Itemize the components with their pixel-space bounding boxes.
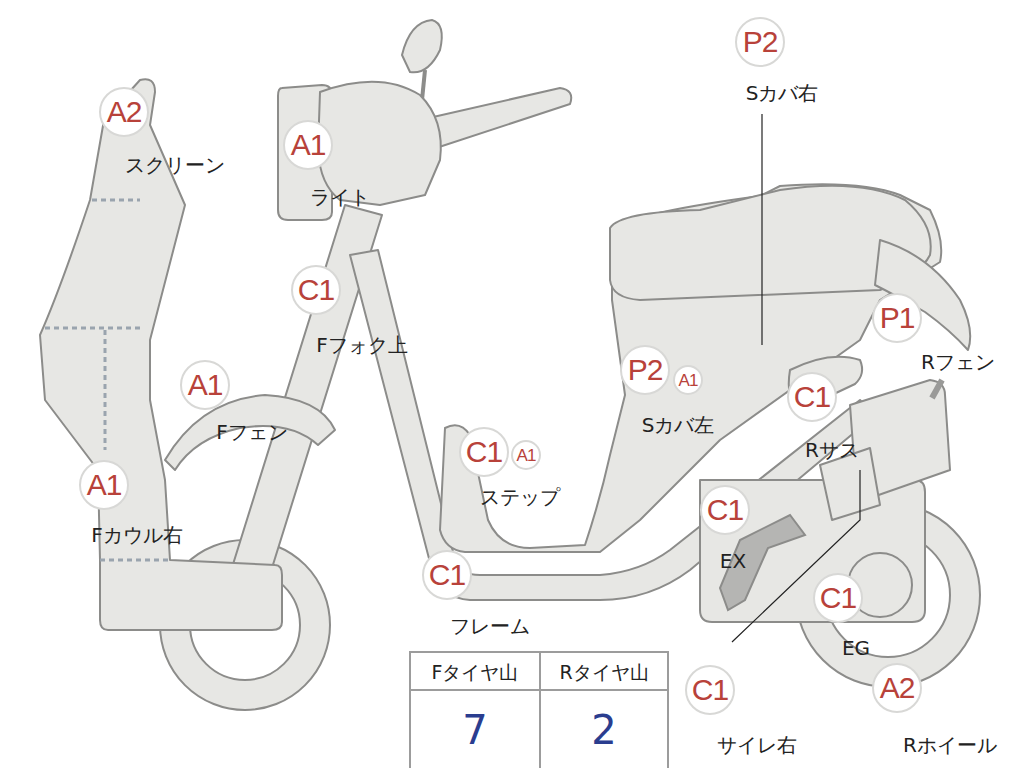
callout-circle: C1	[459, 427, 509, 477]
part-name: Sカバ左	[642, 414, 715, 436]
damage-code: C1	[298, 275, 334, 305]
part-name: Fフェン	[216, 421, 288, 443]
part-name: Rタイヤ山	[559, 662, 648, 683]
damage-code: P2	[628, 355, 663, 385]
callout-circle: P2	[735, 17, 785, 67]
callout-circle: P2	[620, 345, 670, 395]
part-name: ライト	[310, 186, 370, 208]
callout-circle: A1	[79, 460, 129, 510]
table-value: 2	[591, 708, 616, 752]
callout-circle: A1	[180, 360, 230, 410]
part-name: Fフォク上	[316, 334, 408, 356]
part-name: EG	[842, 637, 870, 659]
damage-code: A1	[188, 370, 223, 400]
part-name: Rサス	[805, 439, 859, 461]
callout-circle: C1	[700, 485, 750, 535]
damage-code: P2	[743, 27, 778, 57]
part-name: EX	[720, 550, 746, 572]
damage-code: A2	[107, 97, 142, 127]
damage-code: C1	[794, 382, 830, 412]
callout-circle: A1	[511, 440, 541, 470]
damage-code: A1	[517, 447, 536, 464]
callout-circle: A1	[283, 120, 333, 170]
part-name: Fカウル右	[91, 524, 183, 546]
damage-code: A1	[87, 470, 122, 500]
callout-circle: A2	[872, 663, 922, 713]
part-name: ステップ	[480, 486, 560, 508]
table-value: 7	[462, 708, 487, 752]
part-name: フレーム	[450, 615, 530, 637]
callout-circle: C1	[291, 265, 341, 315]
callout-circle: C1	[787, 372, 837, 422]
damage-code: A1	[291, 130, 326, 160]
callout-circle: P1	[872, 293, 922, 343]
damage-code: C1	[707, 495, 743, 525]
part-name: Rフェン	[921, 351, 995, 373]
callout-circle: C1	[685, 665, 735, 715]
part-name: サイレ右	[717, 734, 797, 756]
damage-code: P1	[880, 303, 915, 333]
part-name: Fタイヤ山	[432, 662, 519, 683]
damage-code: A2	[880, 673, 915, 703]
damage-code: C1	[692, 675, 728, 705]
part-name: Rホイール	[903, 734, 997, 756]
callout-circle: C1	[813, 573, 863, 623]
damage-code: A1	[679, 372, 698, 389]
damage-code: C1	[820, 583, 856, 613]
callout-circle: C1	[422, 550, 472, 600]
callout-circle: A2	[99, 87, 149, 137]
callout-circle: A1	[673, 365, 703, 395]
damage-code: C1	[429, 560, 465, 590]
part-name: スクリーン	[125, 154, 225, 176]
part-name: Sカバ右	[746, 82, 819, 104]
damage-code: C1	[466, 437, 502, 467]
